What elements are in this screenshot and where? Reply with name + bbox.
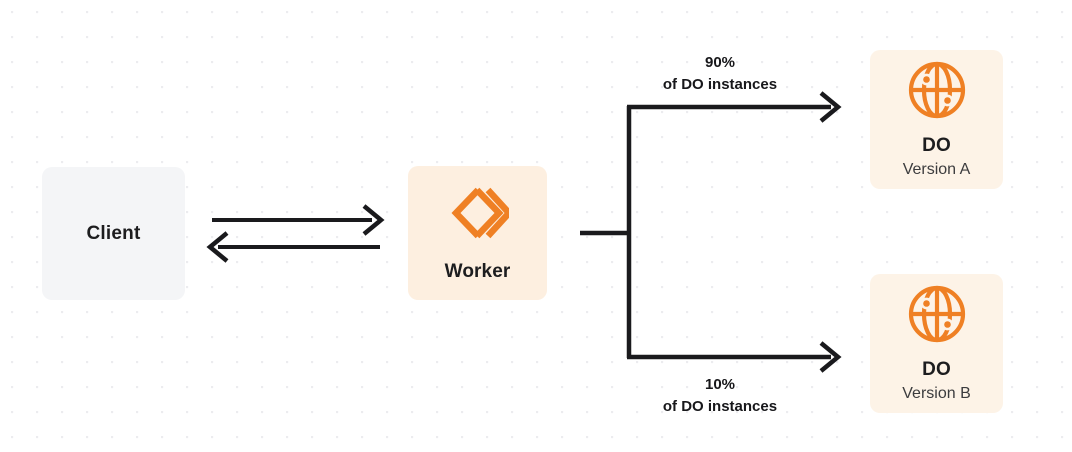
node-do-b-sublabel: Version B bbox=[902, 384, 971, 402]
workers-chevron-icon bbox=[447, 182, 513, 244]
edge-worker-split-bus bbox=[580, 106, 632, 358]
edge-label-do-a-text: of DO instances bbox=[662, 75, 778, 93]
node-client-label: Client bbox=[86, 222, 141, 244]
edge-label-do-b-percent: 10% bbox=[704, 376, 736, 393]
edge-worker-to-do-a bbox=[627, 91, 842, 123]
node-do-version-a[interactable]: DO Version A bbox=[870, 50, 1003, 189]
node-client[interactable]: Client bbox=[42, 167, 185, 300]
edge-worker-to-do-b bbox=[627, 341, 842, 373]
edge-client-to-worker bbox=[212, 204, 385, 236]
durable-object-globe-icon bbox=[906, 283, 968, 345]
node-worker-label: Worker bbox=[444, 261, 511, 283]
node-worker[interactable]: Worker bbox=[408, 166, 547, 300]
edge-label-do-b: 10% of DO instances bbox=[600, 374, 840, 418]
node-do-a-label: DO bbox=[922, 134, 951, 156]
edge-label-do-b-text: of DO instances bbox=[662, 397, 778, 415]
node-do-a-sublabel: Version A bbox=[902, 160, 971, 178]
durable-object-globe-icon bbox=[906, 59, 968, 121]
edge-label-do-a: 90% of DO instances bbox=[600, 52, 840, 96]
edge-worker-to-client bbox=[206, 231, 380, 263]
node-do-b-label: DO bbox=[922, 358, 951, 380]
edge-label-do-a-percent: 90% bbox=[704, 54, 736, 71]
node-do-version-b[interactable]: DO Version B bbox=[870, 274, 1003, 413]
